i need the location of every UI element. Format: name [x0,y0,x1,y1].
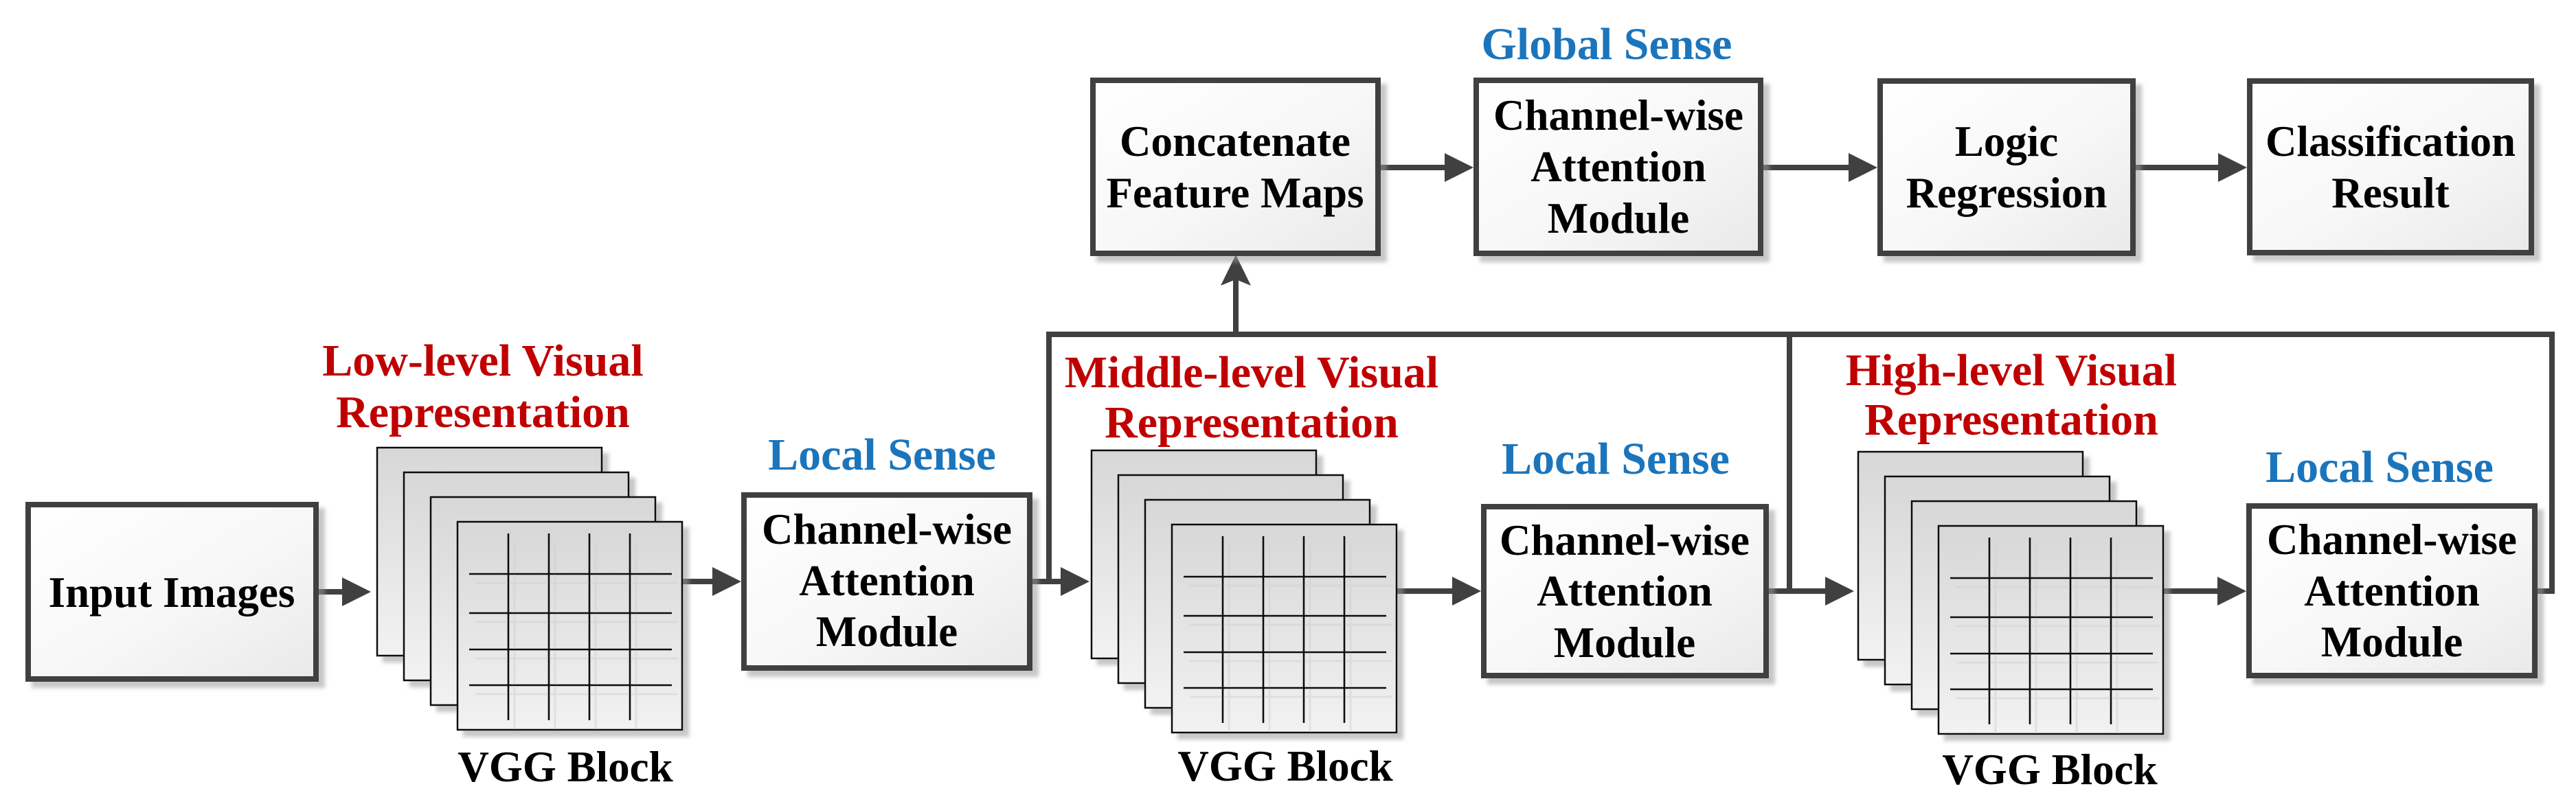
svg-text:Channel-wise: Channel-wise [2267,516,2517,564]
svg-text:Representation: Representation [1105,398,1399,448]
svg-text:Attention: Attention [799,557,974,605]
svg-text:Feature Maps: Feature Maps [1106,169,1364,217]
svg-text:Module: Module [1548,194,1690,242]
svg-text:VGG Block: VGG Block [1942,746,2157,794]
svg-text:Attention: Attention [1537,567,1712,615]
svg-text:Local Sense: Local Sense [2266,442,2494,492]
svg-text:Local Sense: Local Sense [1502,434,1730,484]
svg-text:Global Sense: Global Sense [1482,19,1732,69]
svg-text:Module: Module [1554,619,1696,667]
svg-text:VGG Block: VGG Block [1177,742,1392,790]
svg-text:Channel-wise: Channel-wise [1493,91,1743,139]
svg-text:Regression: Regression [1906,169,2108,217]
svg-text:Result: Result [2331,169,2450,217]
svg-text:Concatenate: Concatenate [1120,117,1351,165]
svg-text:Module: Module [2321,618,2463,666]
svg-text:Channel-wise: Channel-wise [1500,516,1750,564]
svg-text:Low-level Visual: Low-level Visual [322,336,644,386]
svg-text:High-level Visual: High-level Visual [1846,345,2177,395]
svg-text:Attention: Attention [1530,143,1706,191]
svg-text:Middle-level Visual: Middle-level Visual [1065,347,1439,398]
svg-text:Classification: Classification [2266,117,2516,165]
svg-text:Attention: Attention [2304,567,2479,615]
svg-text:Representation: Representation [1864,395,2158,445]
svg-text:Representation: Representation [336,387,630,437]
svg-text:Local Sense: Local Sense [768,430,996,480]
svg-text:VGG Block: VGG Block [457,743,673,791]
svg-text:Module: Module [816,608,958,656]
svg-text:Logic: Logic [1955,117,2059,165]
svg-text:Input Images: Input Images [49,568,295,617]
svg-text:Channel-wise: Channel-wise [762,505,1012,553]
